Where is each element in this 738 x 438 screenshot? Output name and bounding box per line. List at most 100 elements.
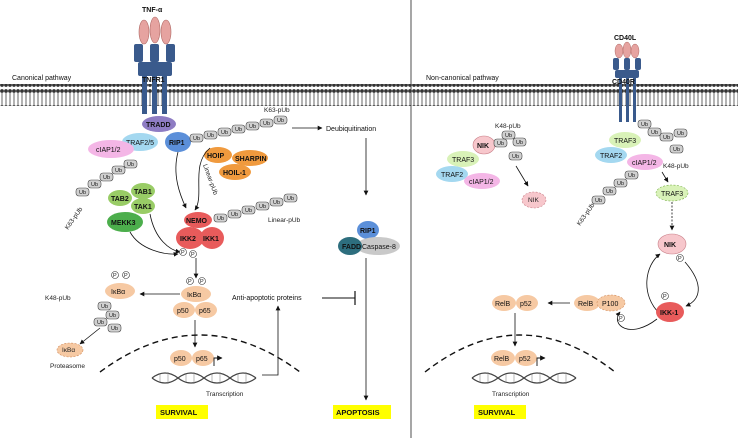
noncanonical-survival-box xyxy=(474,405,526,419)
tradd-node xyxy=(142,116,176,132)
svg-text:Ub: Ub xyxy=(606,189,613,195)
svg-text:Ub: Ub xyxy=(103,175,110,181)
svg-text:Ub: Ub xyxy=(221,130,228,136)
ikba-node xyxy=(181,286,211,302)
svg-text:P: P xyxy=(678,256,682,262)
svg-text:P: P xyxy=(191,252,195,258)
ikk-phospho-2 xyxy=(189,250,197,258)
sharpin-node xyxy=(232,150,268,166)
svg-text:Ub: Ub xyxy=(505,133,512,139)
nik-mid-label: NIK xyxy=(664,242,676,249)
svg-text:Ub: Ub xyxy=(677,131,684,137)
linear-pub-nemo-label: Linear-pUb xyxy=(201,163,219,196)
p52-nuc-node xyxy=(515,350,537,366)
ikk1-label: IKK-1 xyxy=(660,310,678,317)
ikba-to-proteasome-arrow xyxy=(79,327,101,345)
p65-label: p65 xyxy=(199,308,211,315)
traf2-right-label: TRAF2 xyxy=(600,153,622,160)
ikba-left-label: IκBα xyxy=(111,289,125,296)
fadd-label: FADD xyxy=(342,244,361,251)
k63-ub-chain-right-top: Ub Ub Ub Ub Ub xyxy=(637,119,688,154)
proteasome-label: Proteasome xyxy=(50,363,85,370)
svg-text:Ub: Ub xyxy=(115,168,122,174)
svg-text:Ub: Ub xyxy=(109,313,116,319)
svg-text:Ub: Ub xyxy=(663,135,670,141)
noncanonical-pathway: Non-canonical pathway CD40L CD40R K48-pU… xyxy=(424,35,699,419)
fadd-node xyxy=(338,237,362,255)
svg-text:Ub: Ub xyxy=(79,190,86,196)
svg-text:Ub: Ub xyxy=(673,147,680,153)
p65-nuc-label: p65 xyxy=(196,356,208,363)
hoil1-label: HOIL-1 xyxy=(223,170,246,177)
noncanonical-survival-label: SURVIVAL xyxy=(478,408,516,417)
p52-label: p52 xyxy=(520,301,532,308)
rip1-to-nemo-arrow xyxy=(175,151,187,209)
nik-phospho xyxy=(676,254,684,262)
k63-pub-right-label: K63-pUb xyxy=(576,202,597,227)
caspase8-node xyxy=(356,237,400,255)
tradd-label: TRADD xyxy=(146,122,171,129)
svg-text:Ub: Ub xyxy=(628,173,635,179)
tnfr1-label: TNFR1 xyxy=(142,77,165,84)
svg-text:Ub: Ub xyxy=(111,326,118,332)
k63-pub-left-label: K63-pUb xyxy=(64,206,85,231)
traf3-left-label: TRAF3 xyxy=(452,157,474,164)
traf2-right-node xyxy=(595,147,627,163)
svg-text:Ub: Ub xyxy=(217,216,224,222)
svg-text:Ub: Ub xyxy=(245,208,252,214)
rip1-complex-label: RIP1 xyxy=(360,228,376,235)
ciap-left-node xyxy=(464,173,500,189)
relb-p52-label: RelB xyxy=(495,301,511,308)
traf3-right-node xyxy=(609,132,641,148)
ciap-right-node xyxy=(627,154,663,170)
svg-text:Ub: Ub xyxy=(193,136,200,142)
svg-text:Ub: Ub xyxy=(127,162,134,168)
ikba-label: IκBα xyxy=(187,292,201,299)
canonical-survival-label: SURVIVAL xyxy=(160,408,198,417)
traf3-released-label: TRAF3 xyxy=(661,191,683,198)
relb-p52-node xyxy=(492,295,516,311)
svg-text:P: P xyxy=(200,279,204,285)
canonical-transcription-label: Transcription xyxy=(206,391,244,398)
ciap-label: cIAP1/2 xyxy=(96,147,121,154)
anti-apoptotic-label: Anti-apoptotic proteins xyxy=(232,295,302,302)
rip1-complex-node xyxy=(357,221,379,239)
p100-label: P100 xyxy=(602,301,618,308)
svg-text:Ub: Ub xyxy=(287,196,294,202)
ikk1-phospho xyxy=(661,292,669,300)
noncanonical-nuclear-envelope xyxy=(424,334,616,373)
p65-node xyxy=(195,302,217,318)
hoip-node xyxy=(204,147,232,163)
cd40r-receptor xyxy=(613,58,641,122)
svg-text:P: P xyxy=(188,279,192,285)
k48-ub-chain: Ub Ub Ub Ub xyxy=(93,301,122,333)
canonical-dna-helix xyxy=(151,372,257,384)
svg-text:Ub: Ub xyxy=(595,198,602,204)
k63-ub-chain-left: Ub Ub Ub Ub Ub xyxy=(75,159,138,197)
nik-degradation-arrow xyxy=(515,165,529,187)
relb-nuc-node xyxy=(491,350,515,366)
traf3-right-label: TRAF3 xyxy=(614,138,636,145)
k63-pub-top-label: K63-pUb xyxy=(264,107,290,114)
sharpin-label: SHARPIN xyxy=(235,156,267,163)
mekk3-to-ikk-arrow xyxy=(129,231,179,257)
svg-text:Ub: Ub xyxy=(249,124,256,130)
tak1-node xyxy=(131,198,155,214)
k63-ub-chain-right-bottom: Ub Ub Ub Ub xyxy=(591,170,639,205)
ikk1-node xyxy=(656,302,684,322)
ikba-left-node xyxy=(105,283,135,299)
cell-membrane xyxy=(0,84,738,106)
svg-text:Ub: Ub xyxy=(497,141,504,147)
apoptosis-label: APOPTOSIS xyxy=(336,408,380,417)
mekk3-node xyxy=(107,212,143,232)
noncanonical-transcription-label: Transcription xyxy=(492,391,530,398)
tak1-to-ikk-arrow xyxy=(149,213,181,254)
tnfr1-receptor xyxy=(134,44,175,114)
svg-text:Ub: Ub xyxy=(235,127,242,133)
nik-to-ikk1-arrow xyxy=(684,261,699,307)
ciap-left-label: cIAP1/2 xyxy=(469,179,494,186)
rip1-label: RIP1 xyxy=(169,140,185,147)
traf3-released-node xyxy=(655,184,689,202)
canonical-pathway: Canonical pathway TNF-α TNFR1 TRADD TRAF… xyxy=(12,7,400,419)
p100-phospho xyxy=(617,314,625,322)
